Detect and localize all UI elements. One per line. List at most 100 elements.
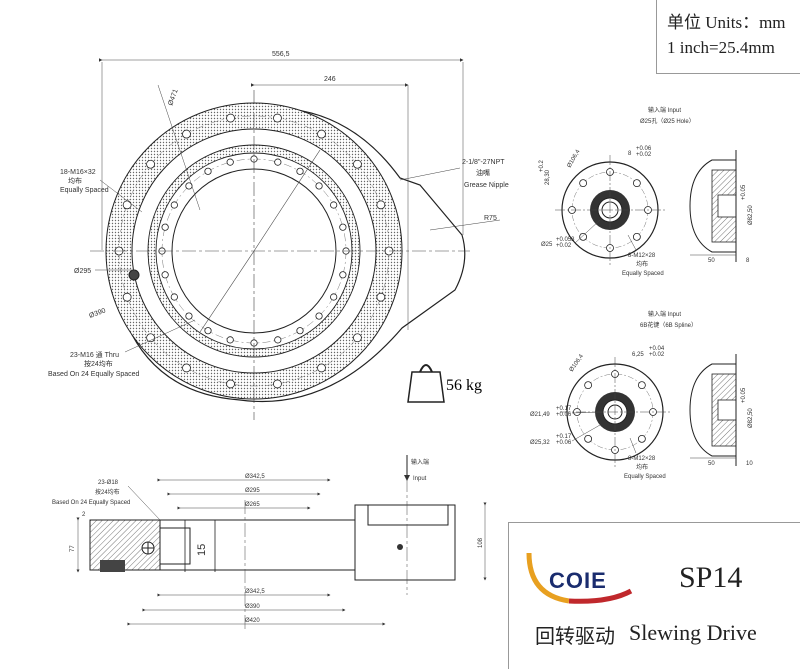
weight-value: 56 kg [446,377,482,394]
outer-bolt-hole [317,129,326,139]
inner-bolt-hole [315,312,323,320]
svg-text:+0.05: +0.05 [741,184,747,200]
inner-bolt-hole [296,327,304,335]
section-input-cn: 输入端 [411,458,429,466]
inner-bolt-hole [274,336,282,344]
svg-text:+0.02: +0.02 [556,243,572,249]
outer-bolt-hole [146,333,155,343]
outer-bolt-hole [317,363,326,373]
outer-bolt-hole [273,379,282,389]
dia-471: Ø471 [167,88,179,107]
inner-bolt-hole [161,271,169,279]
input-spline-detail: 输入端 Input 6B花键（6B Spline） Ø106,4 6,25 +0… [530,310,754,480]
section-holes-3: Based On 24 Equally Spaced [52,500,130,506]
logo-text: COIE [549,568,607,593]
section-h-2: 2 [82,512,86,518]
weight-icon [407,364,445,403]
outer-bolt-hole [182,363,191,373]
hole-title-en: Ø25孔（Ø25 Hole） [640,117,695,125]
section-d-295: Ø295 [245,488,260,494]
holes-23-label-1: 23-M16 通 Thru [70,350,119,359]
svg-text:+0.02: +0.02 [649,352,665,358]
inner-bolt-hole [339,223,347,231]
spline-side-w1: 50 [708,461,715,467]
inner-bolt-holes [158,155,350,347]
outer-bolt-hole [376,200,386,210]
spline-key-625: 6,25 [632,352,644,358]
dim-width: 556,5 [272,51,290,58]
spline-title-en: 6B花键（6B Spline） [640,321,697,329]
hole-key-8: 8 [628,151,632,157]
svg-text:+0.053: +0.053 [556,237,575,243]
svg-text:+0.17: +0.17 [556,434,572,440]
svg-text:+0.06: +0.06 [636,146,652,152]
section-d-3425-top: Ø342,5 [245,474,265,480]
inner-bolt-hole [204,327,212,335]
holes-23-label-2: 按24均布 [84,359,113,368]
hole-title-cn: 输入端 Input [648,106,681,114]
hole-bolt-circle [579,232,588,241]
spline-bolt-circle [637,381,646,390]
section-d-265: Ø265 [245,502,260,508]
inner-bolt-hole [339,271,347,279]
holes-18-label-3: Equally Spaced [60,187,109,194]
grease-label-3: Grease Nipple [464,182,509,189]
spline-bolts-2: 均布 [636,463,648,471]
svg-text:+0.17: +0.17 [556,406,572,412]
top-view: 556,5 246 Ø471 2-1/8"-27NPT 油嘴 Grease Ni… [48,51,509,420]
dia-390: Ø390 [88,307,107,319]
svg-text:+0.05: +0.05 [741,387,747,403]
spline-bolt-circle [637,434,646,443]
model-number: SP14 [679,561,743,594]
outer-bolt-hole [146,159,155,169]
spline-dia-106: Ø106,4 [569,353,586,373]
outer-bolt-hole [122,292,132,302]
inner-bolt-hole [170,293,178,301]
outer-bolt-hole [226,113,235,123]
hole-bolt-circle [579,179,588,188]
hole-dia-106: Ø106,4 [567,148,582,169]
hole-bolt-circle [632,232,641,241]
inner-bolt-hole [170,201,178,209]
outer-bolt-hole [353,333,362,343]
holes-23-label-3: Based On 24 Equally Spaced [48,371,140,378]
spline-bolts-3: Equally Spaced [624,474,666,480]
inner-bolt-hole [204,167,212,175]
inner-bolt-hole [330,201,338,209]
section-d-420: Ø420 [245,618,260,624]
outer-bolt-hole [122,200,132,210]
inner-bolt-hole [296,167,304,175]
section-d-390: Ø390 [245,604,260,610]
spline-title-cn: 输入端 Input [648,310,681,318]
section-view: 输入端 Input Ø342,5 Ø295 Ø265 23-Ø18 按24均布 … [52,455,487,630]
units-box: 单位 Units：mm 1 inch=25.4mm [656,0,800,74]
coie-logo-icon [526,552,633,604]
section-h-108: 108 [478,537,484,548]
svg-text:+0.06: +0.06 [556,412,572,418]
product-name-en: Slewing Drive [629,620,757,645]
section-holes-2: 按24均布 [95,488,120,496]
holes-18-label-1: 18-M16×32 [60,169,96,176]
outer-bolt-hole [226,379,235,389]
units-line-2: 1 inch=25.4mm [667,38,775,57]
outer-bolt-holes [114,113,394,389]
inner-bolt-hole [226,336,234,344]
inner-bolt-hole [185,312,193,320]
spline-d-2149: Ø21,49 [530,412,550,418]
radius-75: R75 [484,215,497,222]
section-holes-1: 23-Ø18 [98,480,119,486]
spline-bolt-circle [584,381,593,390]
holes-18-label-2: 均布 [68,176,82,185]
inner-bolt-hole [226,158,234,166]
outer-bolt-hole [376,292,386,302]
spline-bolt-circle [584,434,593,443]
section-h-77: 77 [70,545,76,552]
units-line-1: 单位 Units：mm [667,13,786,32]
spline-bolts-1: 8-M12×28 [628,456,656,462]
hole-bolts-3: Equally Spaced [622,271,664,277]
inner-bolt-hole [330,293,338,301]
svg-text:+0.2: +0.2 [539,159,545,172]
hole-side-w1: 50 [708,258,715,264]
spline-side-dia: Ø82,50 [748,408,754,428]
